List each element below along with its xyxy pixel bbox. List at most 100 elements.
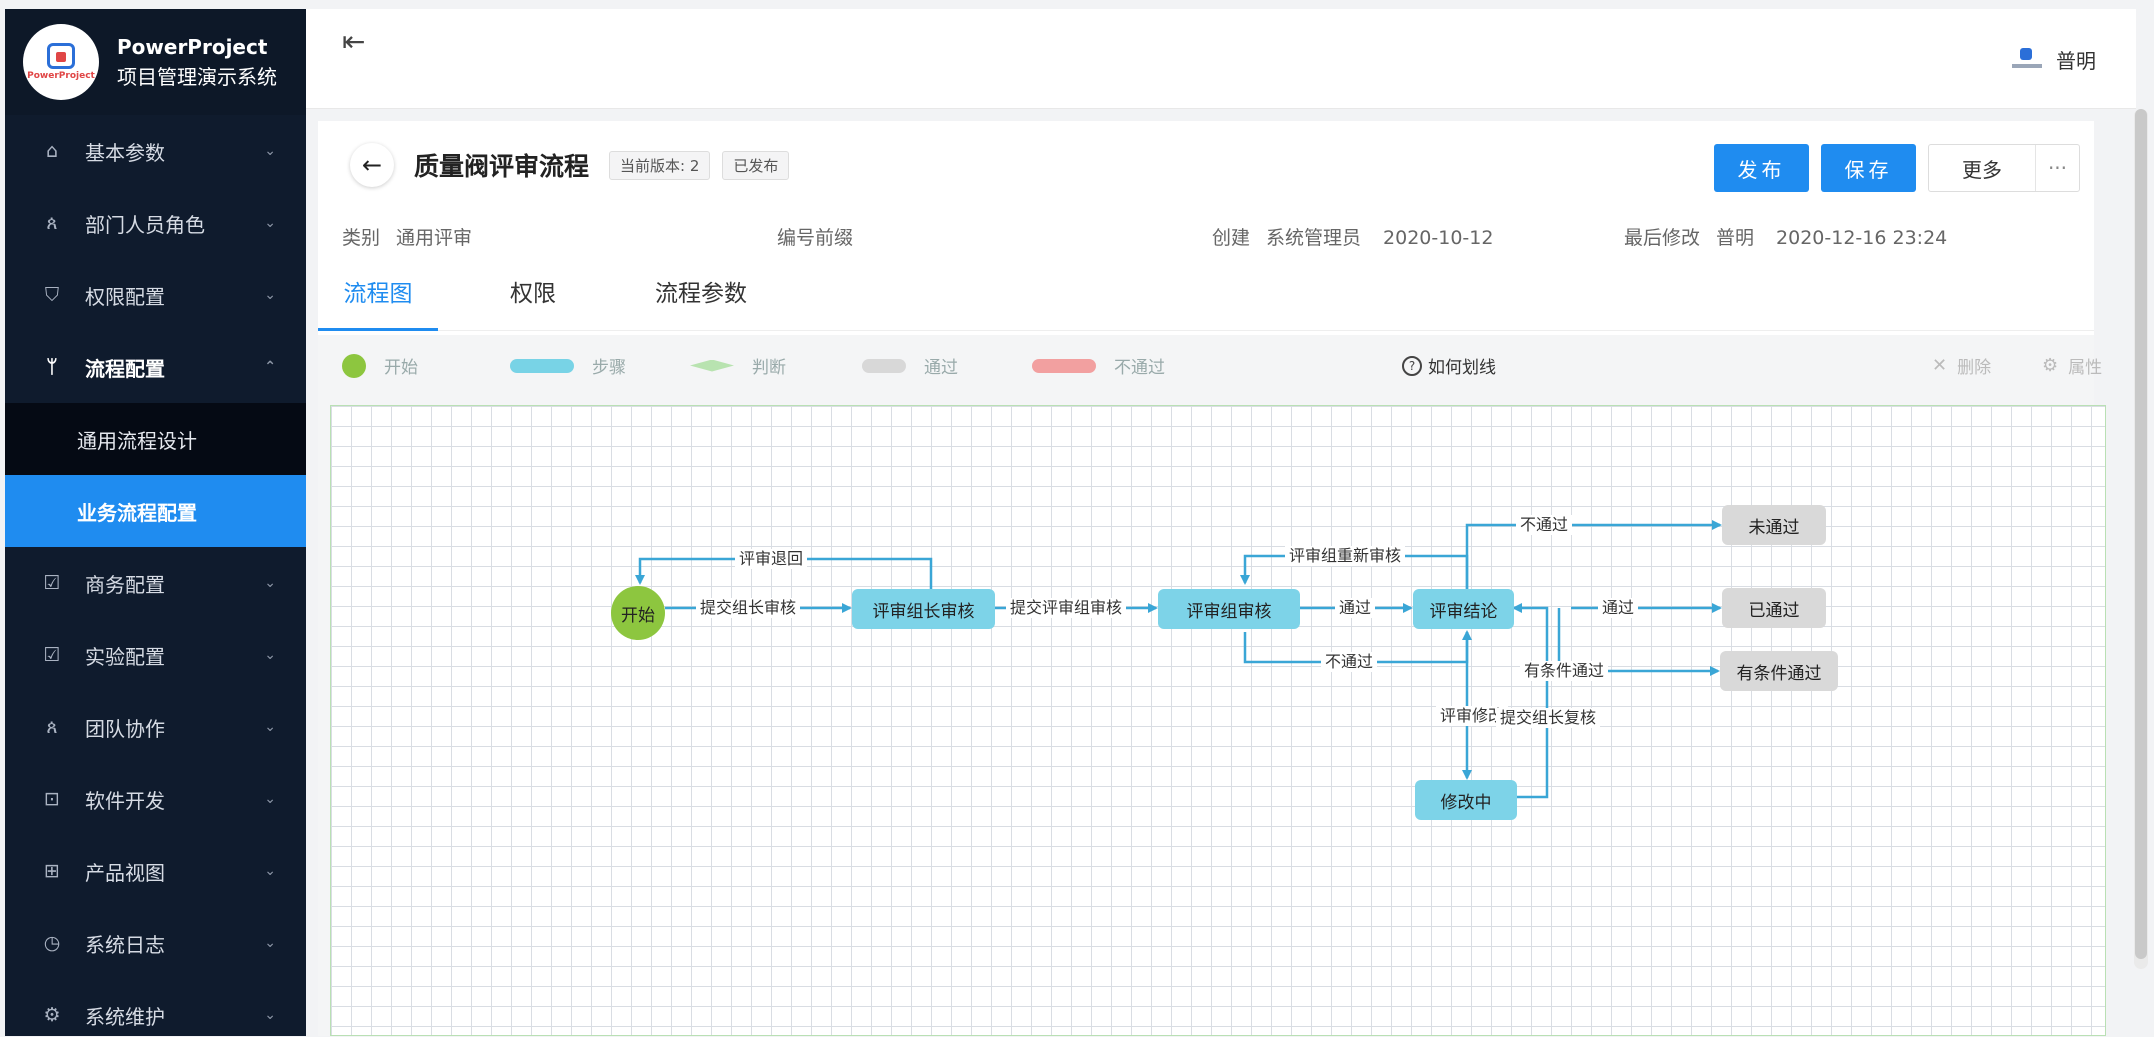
menu-collapse-icon[interactable]: ⇤ [342, 25, 366, 58]
user-name: 普明 [2056, 49, 2096, 73]
avatar [2012, 47, 2042, 72]
chevron-down-icon: ⌄ [264, 719, 276, 735]
edge-label-return[interactable]: 评审退回 [735, 549, 808, 569]
flow-editor: 开始 步骤 判断 通过 不通过 ?如何划线 ✕删除 ⚙属性 [318, 335, 2106, 1036]
node-leader-review[interactable]: 评审组长审核 [852, 589, 995, 629]
top-bar: ⇤ 普明 [306, 9, 2136, 109]
people-icon: ጰ [46, 212, 58, 234]
save-button[interactable]: 保存 [1821, 144, 1916, 192]
sidebar-subitem-business-flow[interactable]: 业务流程配置 [5, 475, 306, 547]
node-modifying[interactable]: 修改中 [1415, 780, 1517, 820]
version-tag: 当前版本: 2 [609, 150, 711, 180]
legend-fail[interactable]: 不通过 [1032, 353, 1165, 378]
tab-permissions[interactable]: 权限 [510, 281, 556, 307]
edge-label-fail-2[interactable]: 不通过 [1516, 515, 1573, 535]
arrow-left-icon: ← [361, 151, 383, 179]
sidebar: PowerProject PowerProject 项目管理演示系统 ⌂基本参数… [5, 9, 306, 1036]
clock-icon: ◷ [43, 932, 61, 954]
sidebar-subitem-label: 业务流程配置 [77, 500, 197, 525]
sidebar-subitem-general-flow[interactable]: 通用流程设计 [5, 403, 306, 475]
question-icon: ? [1402, 355, 1422, 376]
sidebar-item-label: 团队协作 [85, 716, 165, 741]
edit-doc-icon: ☑ [43, 572, 61, 594]
publish-button[interactable]: 发布 [1714, 144, 1809, 192]
edge-label-pass-2[interactable]: 通过 [1598, 598, 1639, 618]
chevron-down-icon: ⌄ [264, 791, 276, 807]
more-label: 更多 [1962, 157, 2002, 182]
legend-pass-label: 通过 [924, 358, 958, 378]
sidebar-item-permissions[interactable]: ⛉权限配置⌄ [5, 259, 306, 331]
sidebar-item-label: 商务配置 [85, 572, 165, 597]
chevron-down-icon: ⌄ [264, 287, 276, 303]
edge-label-submit-leader[interactable]: 提交组长审核 [696, 598, 801, 618]
sidebar-item-label: 部门人员角色 [85, 212, 205, 237]
legend-pass[interactable]: 通过 [862, 353, 958, 378]
sidebar-item-product-view[interactable]: ⊞产品视图⌄ [5, 835, 306, 907]
category-value: 通用评审 [396, 227, 473, 249]
legend-step-label: 步骤 [592, 358, 626, 378]
node-passed[interactable]: 已通过 [1722, 588, 1826, 628]
sidebar-item-maintenance[interactable]: ⚙系统维护⌄ [5, 979, 306, 1036]
page-scrollbar[interactable] [2134, 109, 2148, 969]
modified-by: 普明 [1716, 227, 1755, 249]
more-button[interactable]: 更多 ··· [1928, 144, 2080, 192]
sidebar-item-label: 产品视图 [85, 860, 165, 885]
chevron-down-icon: ⌄ [264, 647, 276, 663]
node-conclusion[interactable]: 评审结论 [1413, 589, 1514, 629]
sidebar-item-experiment[interactable]: ☑实验配置⌄ [5, 619, 306, 691]
tab-bar: 流程图 权限 流程参数 [318, 271, 2094, 331]
flow-canvas[interactable]: 开始 评审组长审核 评审组审核 评审结论 未通过 已通过 有条件通过 修改中 评… [330, 405, 2106, 1036]
app-subtitle: 项目管理演示系统 [117, 65, 277, 89]
chevron-up-icon: ⌃ [264, 359, 276, 375]
delete-button[interactable]: ✕删除 [1932, 353, 1991, 378]
people-icon: ጰ [46, 716, 58, 738]
sidebar-item-system-log[interactable]: ◷系统日志⌄ [5, 907, 306, 979]
edge-label-conditional[interactable]: 有条件通过 [1520, 661, 1609, 681]
judge-swatch [690, 359, 734, 372]
legend-judge-label: 判断 [752, 358, 786, 378]
scroll-thumb[interactable] [2135, 109, 2147, 959]
home-icon: ⌂ [45, 140, 59, 162]
logo-mark-icon [47, 43, 75, 69]
edge-label-fail-1[interactable]: 不通过 [1321, 652, 1378, 672]
more-dots-icon[interactable]: ··· [2035, 145, 2079, 191]
sidebar-item-team[interactable]: ጰ 团队协作 ⌄ [5, 691, 306, 763]
sidebar-item-business[interactable]: ☑商务配置⌄ [5, 547, 306, 619]
edge-label-resubmit[interactable]: 提交组长复核 [1496, 708, 1601, 728]
sidebar-item-software[interactable]: ⊡软件开发⌄ [5, 763, 306, 835]
edge-label-submit-group[interactable]: 提交评审组审核 [1006, 598, 1127, 618]
user-menu[interactable]: 普明 [2012, 45, 2096, 74]
node-start[interactable]: 开始 [611, 586, 665, 640]
tab-flowchart[interactable]: 流程图 [318, 271, 438, 331]
fail-swatch [1032, 358, 1096, 373]
tab-flow-params[interactable]: 流程参数 [655, 281, 747, 307]
edge-label-modify[interactable]: 评审修改 [1436, 706, 1509, 726]
edge-label-pass-1[interactable]: 通过 [1335, 598, 1376, 618]
legend-step[interactable]: 步骤 [510, 353, 626, 378]
edge-label-re-review[interactable]: 评审组重新审核 [1285, 546, 1406, 566]
legend-start-label: 开始 [384, 358, 418, 378]
legend-start[interactable]: 开始 [342, 353, 418, 378]
status-badge: 已发布 [722, 150, 790, 180]
sidebar-subitem-label: 通用流程设计 [77, 428, 197, 453]
node-failed[interactable]: 未通过 [1722, 505, 1826, 545]
node-conditional[interactable]: 有条件通过 [1720, 651, 1838, 691]
pass-swatch [862, 358, 906, 373]
branch-icon: ᛘ [46, 356, 58, 378]
modified-key: 最后修改 [1624, 227, 1701, 249]
sidebar-item-label: 实验配置 [85, 644, 165, 669]
back-button[interactable]: ← [350, 143, 394, 187]
node-group-review[interactable]: 评审组审核 [1158, 589, 1300, 629]
main-panel: ← 质量阀评审流程 当前版本: 2 已发布 发布 保存 更多 ··· 类别通用评… [318, 121, 2106, 1036]
shield-icon: ⛉ [44, 284, 60, 306]
created-by: 系统管理员 [1266, 227, 1362, 249]
legend-judge[interactable]: 判断 [690, 353, 786, 378]
category-key: 类别 [342, 227, 381, 249]
sidebar-item-basic-params[interactable]: ⌂基本参数⌄ [5, 115, 306, 187]
brand[interactable]: PowerProject PowerProject 项目管理演示系统 [5, 9, 306, 115]
properties-label: 属性 [2068, 358, 2103, 378]
how-to-draw-link[interactable]: ?如何划线 [1402, 353, 1496, 378]
properties-button[interactable]: ⚙属性 [2042, 353, 2102, 378]
